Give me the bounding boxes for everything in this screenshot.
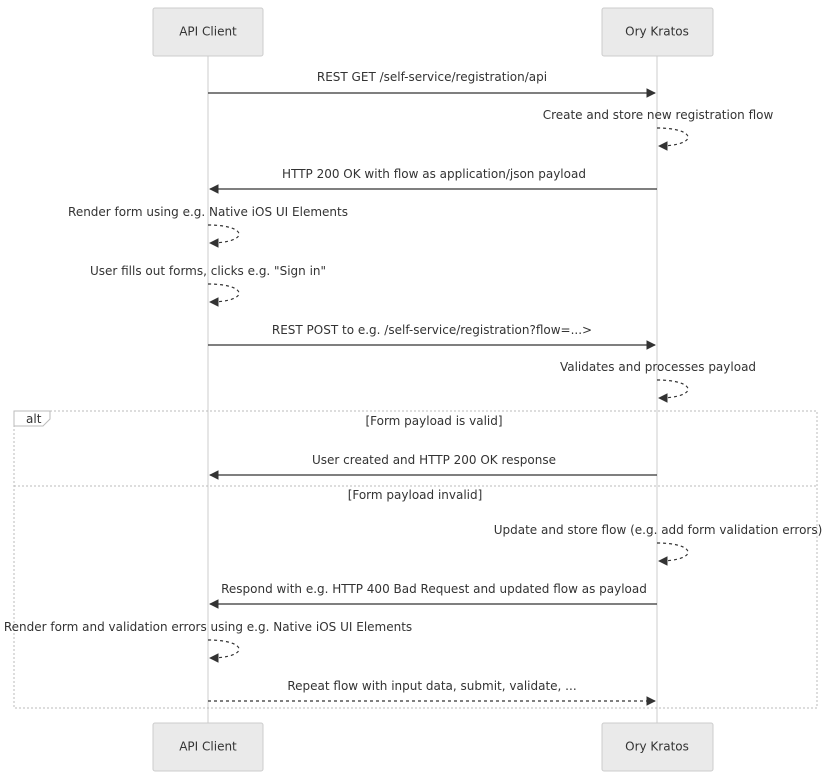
message-4-label: Render form using e.g. Native iOS UI Ele… [68, 205, 348, 219]
alt-condition-valid: [Form payload is valid] [365, 414, 502, 428]
message-1-label: REST GET /self-service/registration/api [317, 70, 547, 84]
message-6-label: REST POST to e.g. /self-service/registra… [272, 323, 592, 337]
message-11-self-arrow [207, 639, 240, 663]
alt-tag [13, 410, 51, 427]
message-4-self-arrow [207, 224, 240, 248]
message-7-self-arrow [656, 379, 689, 403]
actor-top-api-client: API Client [152, 7, 264, 57]
message-5-label: User fills out forms, clicks e.g. "Sign … [90, 264, 326, 278]
message-9-self-arrow [656, 542, 689, 566]
message-12-label: Repeat flow with input data, submit, val… [287, 679, 576, 693]
message-5-self-arrow [207, 283, 240, 307]
alt-frame [13, 410, 818, 709]
actor-bottom-ory-kratos: Ory Kratos [601, 722, 714, 772]
message-2-label: Create and store new registration flow [543, 108, 774, 122]
actor-bottom-api-client: API Client [152, 722, 264, 772]
message-3-label: HTTP 200 OK with flow as application/jso… [282, 167, 586, 181]
actor-top-api-client-label: API Client [179, 25, 237, 39]
message-8-label: User created and HTTP 200 OK response [312, 453, 556, 467]
message-11-label: Render form and validation errors using … [4, 620, 412, 634]
actor-top-ory-kratos: Ory Kratos [601, 7, 714, 57]
message-10-label: Respond with e.g. HTTP 400 Bad Request a… [221, 582, 647, 596]
message-9-label: Update and store flow (e.g. add form val… [494, 523, 823, 537]
actor-bottom-ory-kratos-label: Ory Kratos [625, 740, 689, 754]
actor-top-ory-kratos-label: Ory Kratos [625, 25, 689, 39]
message-7-label: Validates and processes payload [560, 360, 756, 374]
message-2-self-arrow [656, 127, 689, 151]
actor-bottom-api-client-label: API Client [179, 740, 237, 754]
alt-label: alt [26, 412, 42, 426]
alt-condition-invalid: [Form payload invalid] [348, 488, 483, 502]
